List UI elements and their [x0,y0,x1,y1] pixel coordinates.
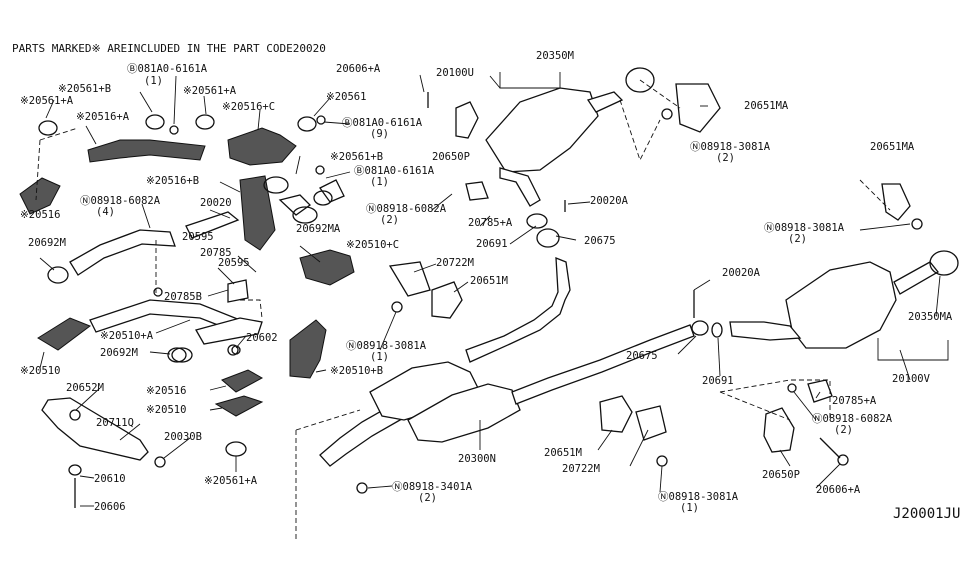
label-20510-plus-c: ※20510+C [346,239,399,251]
label-20692m: 20692M [100,347,138,359]
label-20722m: 20722M [436,257,474,269]
part-labels: ※20561+B Ⓑ081A0-6161A (1) ※20561+A ※2056… [20,50,953,514]
label-nut-08918-3081a-qty: (2) [788,233,807,245]
label-20561-plus-b: ※20561+B [330,151,383,163]
right-muffler-assembly [499,72,959,466]
label-nut-08918-6082a: Ⓝ08918-6082A [80,195,161,207]
label-20651m: 20651M [544,447,582,459]
label-20510: ※20510 [146,404,186,416]
label-nut-08918-6082a-qty: (4) [96,206,115,218]
label-nut-08918-3081a-qty: (1) [680,502,699,514]
label-20516-plus-c: ※20516+C [222,101,275,113]
diagram-code: J20001JU [893,506,960,522]
label-bolt-081a0-6161a-qty: (1) [370,176,389,188]
label-20561-plus-a: ※20561+A [183,85,237,97]
label-20300n: 20300N [458,453,496,465]
label-20785b: 20785B [164,291,202,303]
label-nut-08918-3081a: Ⓝ08918-3081A [690,141,771,153]
label-20350m: 20350M [536,50,574,62]
leader-lines [39,74,941,507]
label-20610: 20610 [94,473,126,485]
label-20516: ※20516 [146,385,186,397]
label-nut-08918-3081a-qty: (2) [716,152,735,164]
label-bolt-081a0-6161a: Ⓑ081A0-6161A [354,165,435,177]
label-20516: ※20516 [20,209,60,221]
label-20651ma: 20651MA [870,141,915,153]
label-20516-plus-b: ※20516+B [146,175,199,187]
label-20606-plus-a: 20606+A [816,484,861,496]
label-nut-08918-3401a: Ⓝ08918-3401A [392,481,473,493]
label-20510-plus-b: ※20510+B [330,365,383,377]
label-nut-08918-6082a-qty: (2) [834,424,853,436]
label-20350ma: 20350MA [908,311,953,323]
label-20652m: 20652M [66,382,104,394]
label-nut-08918-6082a-qty: (2) [380,214,399,226]
label-20650p: 20650P [762,469,800,481]
label-20510: ※20510 [20,365,60,377]
label-nut-08918-3081a: Ⓝ08918-3081A [346,340,427,352]
label-bolt-081a0-6161a-qty: (1) [144,75,163,87]
label-nut-08918-6082a: Ⓝ08918-6082A [366,203,447,215]
label-nut-08918-3081a-qty: (1) [370,351,389,363]
label-nut-08918-3401a-qty: (2) [418,492,437,504]
label-bolt-081a0-6161a: Ⓑ081A0-6161A [127,63,208,75]
label-20561-plus-b: ※20561+B [58,83,111,95]
label-20510-plus-a: ※20510+A [100,330,154,342]
label-20722m: 20722M [562,463,600,475]
front-pipe-assembly [19,114,355,508]
label-20651m: 20651M [470,275,508,287]
label-20785-plus-a: 20785+A [832,395,877,407]
label-nut-08918-3081a: Ⓝ08918-3081A [658,491,739,503]
label-nut-08918-3081a: Ⓝ08918-3081A [764,222,845,234]
label-20595: 20595 [218,257,250,269]
label-20785: 20785 [200,247,232,259]
label-20692m: 20692M [28,237,66,249]
label-20595: 20595 [182,231,214,243]
label-20020a: 20020A [590,195,629,207]
label-20785-plus-a: 20785+A [468,217,513,229]
label-20516-plus-a: ※20516+A [76,111,130,123]
label-20602: 20602 [246,332,278,344]
label-20651ma: 20651MA [744,100,789,112]
label-20100u: 20100U [436,67,474,79]
label-20675: 20675 [626,350,658,362]
label-20561-plus-a: ※20561+A [20,95,74,107]
label-20606-plus-a: 20606+A [336,63,381,75]
label-20030b: 20030B [164,431,202,443]
label-20561-plus-a: ※20561+A [204,475,258,487]
center-exhaust-assembly [295,67,721,540]
label-20606: 20606 [94,501,126,513]
label-nut-08918-6082a: Ⓝ08918-6082A [812,413,893,425]
label-20711q: 20711Q [96,417,134,429]
label-bolt-081a0-6161a: Ⓑ081A0-6161A [342,117,423,129]
label-20020a: 20020A [722,267,761,279]
label-bolt-081a0-6161a-qty: (9) [370,128,389,140]
label-20650p: 20650P [432,151,470,163]
header-note: PARTS MARKED※ AREINCLUDED IN THE PART CO… [12,42,326,55]
label-20691: 20691 [476,238,508,250]
label-20675: 20675 [584,235,616,247]
label-20691: 20691 [702,375,734,387]
label-20692ma: 20692MA [296,223,341,235]
label-20561: ※20561 [326,91,366,103]
label-20020: 20020 [200,197,232,209]
label-20100v: 20100V [892,373,931,385]
